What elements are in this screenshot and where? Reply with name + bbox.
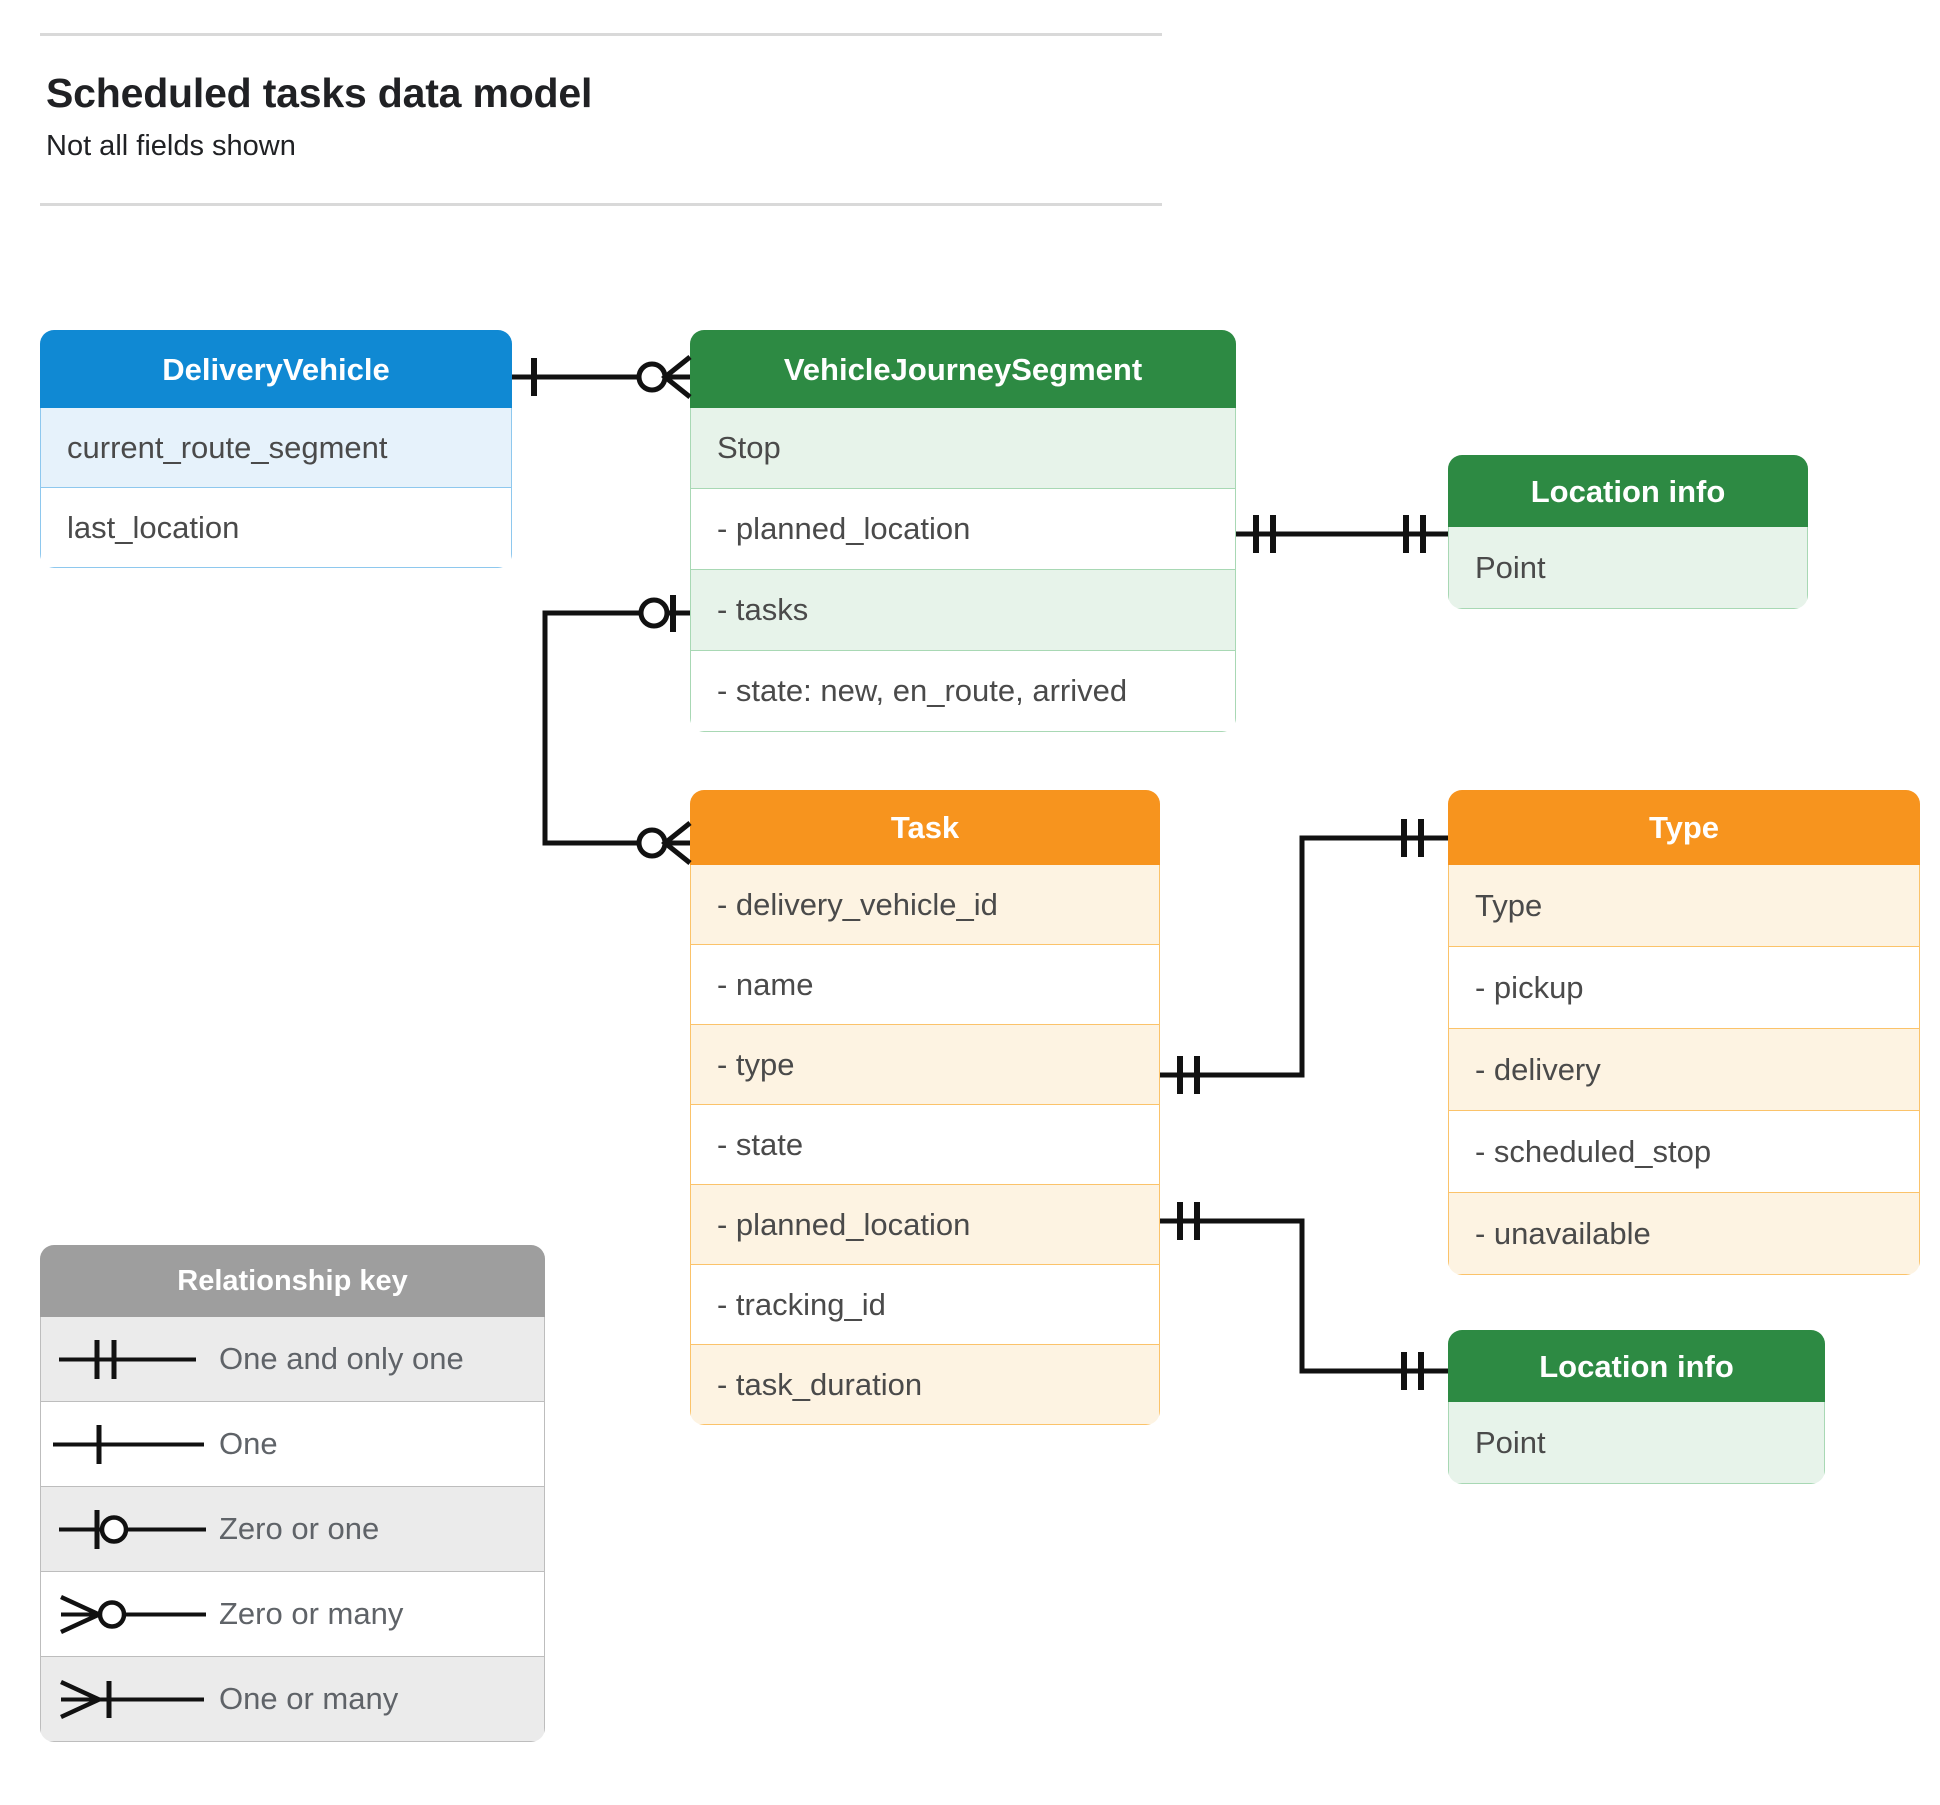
entity-task-title: Task: [690, 790, 1160, 865]
zero-or-many-icon: [41, 1572, 211, 1656]
entity-location-info-bottom[interactable]: Location info Point: [1448, 1330, 1825, 1484]
legend-item-label: One and only one: [219, 1341, 464, 1376]
legend-title: Relationship key: [40, 1245, 545, 1317]
connector-deliveryvehicle-vjs: [512, 355, 692, 399]
entity-delivery-vehicle[interactable]: DeliveryVehicle current_route_segment la…: [40, 330, 512, 568]
entity-row: current_route_segment: [40, 408, 512, 488]
legend-item: Zero or one: [40, 1487, 545, 1572]
one-or-many-icon: [41, 1657, 211, 1741]
entity-row: Stop: [690, 408, 1236, 489]
legend-item: Zero or many: [40, 1572, 545, 1657]
legend-relationship-key[interactable]: Relationship key One and only one One: [40, 1245, 545, 1742]
entity-row: Type: [1448, 865, 1920, 947]
zero-or-one-icon: [41, 1487, 211, 1571]
entity-vehicle-journey-segment[interactable]: VehicleJourneySegment Stop - planned_loc…: [690, 330, 1236, 732]
entity-row: - tasks: [690, 570, 1236, 651]
entity-location-info-top-title: Location info: [1448, 455, 1808, 527]
entity-delivery-vehicle-title: DeliveryVehicle: [40, 330, 512, 408]
entity-row: - pickup: [1448, 947, 1920, 1029]
legend-item-label: One: [219, 1426, 278, 1461]
entity-row: last_location: [40, 488, 512, 568]
entity-vehicle-journey-segment-title: VehicleJourneySegment: [690, 330, 1236, 408]
entity-row: - state: new, en_route, arrived: [690, 651, 1236, 732]
entity-location-info-bottom-title: Location info: [1448, 1330, 1825, 1402]
legend-item: One and only one: [40, 1317, 545, 1402]
entity-task[interactable]: Task - delivery_vehicle_id - name - type…: [690, 790, 1160, 1425]
page-title: Scheduled tasks data model: [46, 70, 593, 116]
one-icon: [41, 1402, 211, 1486]
page-subtitle: Not all fields shown: [46, 130, 296, 162]
entity-row: - type: [690, 1025, 1160, 1105]
legend-item-label: Zero or one: [219, 1511, 380, 1546]
legend-item: One: [40, 1402, 545, 1487]
entity-row: - name: [690, 945, 1160, 1025]
entity-type-title: Type: [1448, 790, 1920, 865]
connector-task-locationinfo: [1160, 1202, 1448, 1390]
header-divider-bottom: [40, 203, 1162, 206]
legend-item: One or many: [40, 1657, 545, 1742]
entity-row: Point: [1448, 1402, 1825, 1484]
connector-task-type: [1160, 819, 1448, 1094]
entity-row: - unavailable: [1448, 1193, 1920, 1275]
entity-location-info-top[interactable]: Location info Point: [1448, 455, 1808, 609]
entity-row: - delivery: [1448, 1029, 1920, 1111]
legend-item-label: One or many: [219, 1681, 399, 1716]
entity-row: - planned_location: [690, 1185, 1160, 1265]
entity-row: - task_duration: [690, 1345, 1160, 1425]
header-divider-top: [40, 33, 1162, 36]
legend-item-label: Zero or many: [219, 1596, 404, 1631]
entity-row: Point: [1448, 527, 1808, 609]
entity-row: - state: [690, 1105, 1160, 1185]
entity-row: - planned_location: [690, 489, 1236, 570]
connector-vjs-task: [542, 595, 692, 865]
entity-row: - tracking_id: [690, 1265, 1160, 1345]
entity-row: - delivery_vehicle_id: [690, 865, 1160, 945]
entity-row: - scheduled_stop: [1448, 1111, 1920, 1193]
connector-vjs-locationinfo: [1236, 515, 1448, 553]
one-and-only-one-icon: [41, 1317, 211, 1401]
entity-type[interactable]: Type Type - pickup - delivery - schedule…: [1448, 790, 1920, 1275]
